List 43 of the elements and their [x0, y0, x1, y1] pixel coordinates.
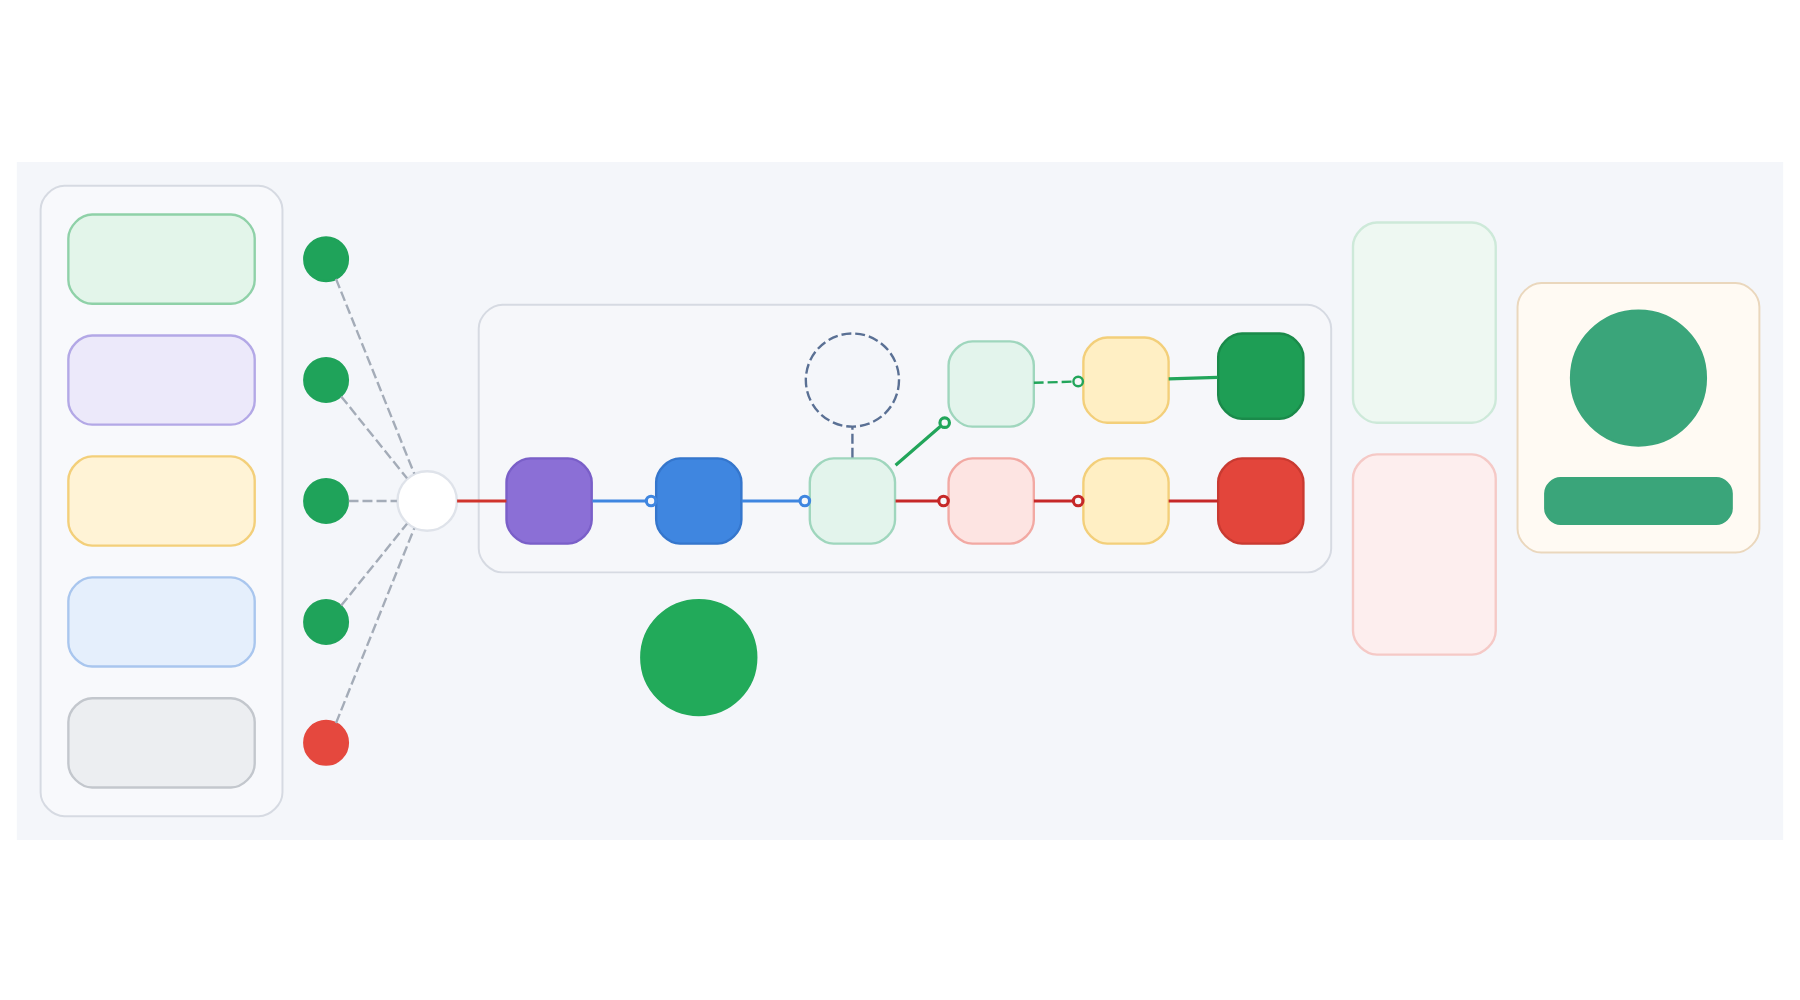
node-box: [67, 212, 256, 304]
connector: [851, 425, 854, 457]
connector: [895, 493, 950, 507]
node-bar: [1544, 476, 1733, 524]
node-circle: [303, 356, 350, 403]
node-box: [505, 456, 593, 544]
node-circle: [303, 718, 350, 765]
node-circle: [1569, 308, 1708, 446]
node-box: [1082, 456, 1170, 544]
connector: [334, 277, 416, 474]
connector: [1168, 374, 1218, 380]
node-box: [808, 456, 897, 544]
connector: [1033, 374, 1085, 387]
node-box: [947, 339, 1035, 427]
connector: [457, 498, 507, 502]
connector: [1033, 493, 1085, 507]
connector: [334, 526, 416, 723]
node-box: [67, 454, 256, 546]
connector: [348, 498, 397, 502]
node-box: [1217, 456, 1305, 544]
node-box: [1217, 331, 1305, 419]
node-circle: [640, 597, 758, 716]
connector: [592, 493, 658, 507]
node-circle: [396, 469, 459, 531]
node-circle: [303, 235, 350, 282]
node-box: [67, 696, 256, 788]
node-circle: [303, 477, 350, 523]
node-box: [67, 575, 256, 667]
connector: [894, 415, 952, 466]
node-circle: [804, 331, 901, 427]
node-box: [1351, 452, 1497, 655]
node-box: [1082, 335, 1170, 423]
node-box: [1351, 220, 1497, 423]
connector: [340, 394, 408, 479]
cluster: [477, 302, 1333, 573]
node-box: [654, 456, 743, 544]
node-circle: [303, 597, 350, 644]
node-box: [67, 333, 256, 425]
connector: [741, 493, 812, 507]
cluster: [1516, 280, 1761, 553]
connector: [340, 521, 408, 606]
node-box: [947, 456, 1035, 544]
connector: [1168, 498, 1218, 502]
